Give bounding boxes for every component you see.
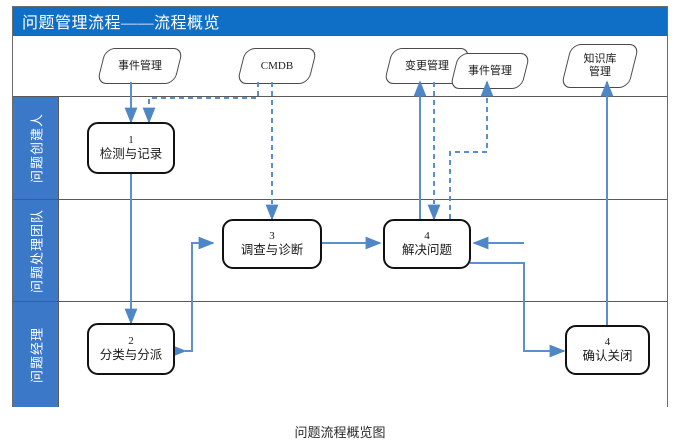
source-cmdb-label: CMDB xyxy=(260,59,294,72)
swimlane-manager-header: 问题经理 xyxy=(13,302,59,407)
swimlane-manager-label: 问题经理 xyxy=(29,326,44,383)
title-bar: 问题管理流程——流程概览 xyxy=(13,7,667,36)
source-incident-right[interactable]: 事件管理 xyxy=(449,53,531,89)
process-box-classify-number: 2 xyxy=(128,335,134,348)
source-incident-left[interactable]: 事件管理 xyxy=(96,48,184,84)
swimlane-team-header: 问题处理团队 xyxy=(13,200,59,301)
page-title: 问题管理流程——流程概览 xyxy=(22,15,221,32)
swimlane-creator-label: 问题创建人 xyxy=(29,112,44,184)
diagram-frame: 问题管理流程——流程概览 事件管理 CMDB 变更管理 事件管理 知识库 管理 … xyxy=(12,6,668,407)
source-cmdb[interactable]: CMDB xyxy=(236,48,318,84)
process-box-close-label: 确认关闭 xyxy=(582,348,633,363)
figure-caption: 问题流程概览图 xyxy=(294,425,386,440)
process-box-investigate-label: 调查与诊断 xyxy=(240,242,304,257)
swimlane-creator-header: 问题创建人 xyxy=(13,97,59,199)
source-band: 事件管理 CMDB 变更管理 事件管理 知识库 管理 xyxy=(13,36,667,97)
process-box-detect-number: 1 xyxy=(128,134,134,147)
source-incident-left-label: 事件管理 xyxy=(118,59,162,72)
swimlane-team: 问题处理团队 xyxy=(13,200,667,302)
source-knowledge-base[interactable]: 知识库 管理 xyxy=(560,44,640,88)
process-box-detect[interactable]: 1 检测与记录 xyxy=(87,122,175,174)
process-box-close-number: 4 xyxy=(604,336,611,349)
process-box-detect-label: 检测与记录 xyxy=(99,146,163,161)
source-knowledge-base-label: 知识库 管理 xyxy=(583,53,617,78)
process-box-investigate[interactable]: 3 调查与诊断 xyxy=(222,219,322,269)
process-box-resolve-number: 4 xyxy=(424,230,430,243)
process-box-investigate-number: 3 xyxy=(269,230,275,243)
process-box-resolve-label: 解决问题 xyxy=(401,242,452,257)
source-incident-right-label: 事件管理 xyxy=(468,64,512,77)
process-box-resolve[interactable]: 4 解决问题 xyxy=(383,219,471,269)
swimlane-team-label: 问题处理团队 xyxy=(29,208,44,293)
process-box-classify[interactable]: 2 分类与分派 xyxy=(87,323,175,375)
process-box-close[interactable]: 4 确认关闭 xyxy=(565,325,650,375)
process-box-classify-label: 分类与分派 xyxy=(99,347,163,362)
